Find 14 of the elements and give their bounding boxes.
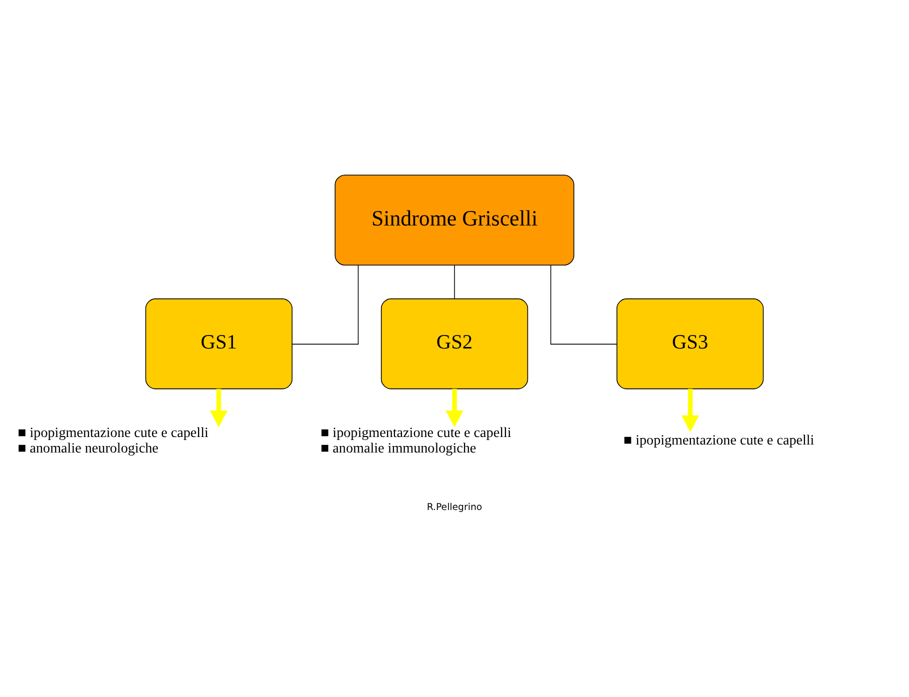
node-text: ■ ipopigmentazione cute e capelli	[624, 432, 814, 449]
node-text: ■ ipopigmentazione cute e capelli ■ anomalie neurologiche	[18, 424, 208, 457]
label: R.Pellegrino	[426, 502, 482, 514]
node-box: GS2	[380, 298, 528, 390]
connector	[454, 265, 455, 300]
node-text: ■ ipopigmentazione cute e capelli ■ anomalie immunologiche	[320, 424, 512, 457]
node-box: GS1	[145, 298, 292, 390]
arrow	[210, 388, 228, 428]
arrow	[681, 388, 700, 432]
connector	[550, 264, 618, 345]
node-box: GS3	[616, 298, 764, 390]
arrow	[446, 388, 464, 428]
connector	[292, 264, 359, 345]
node-box: Sindrome Griscelli	[334, 174, 574, 266]
